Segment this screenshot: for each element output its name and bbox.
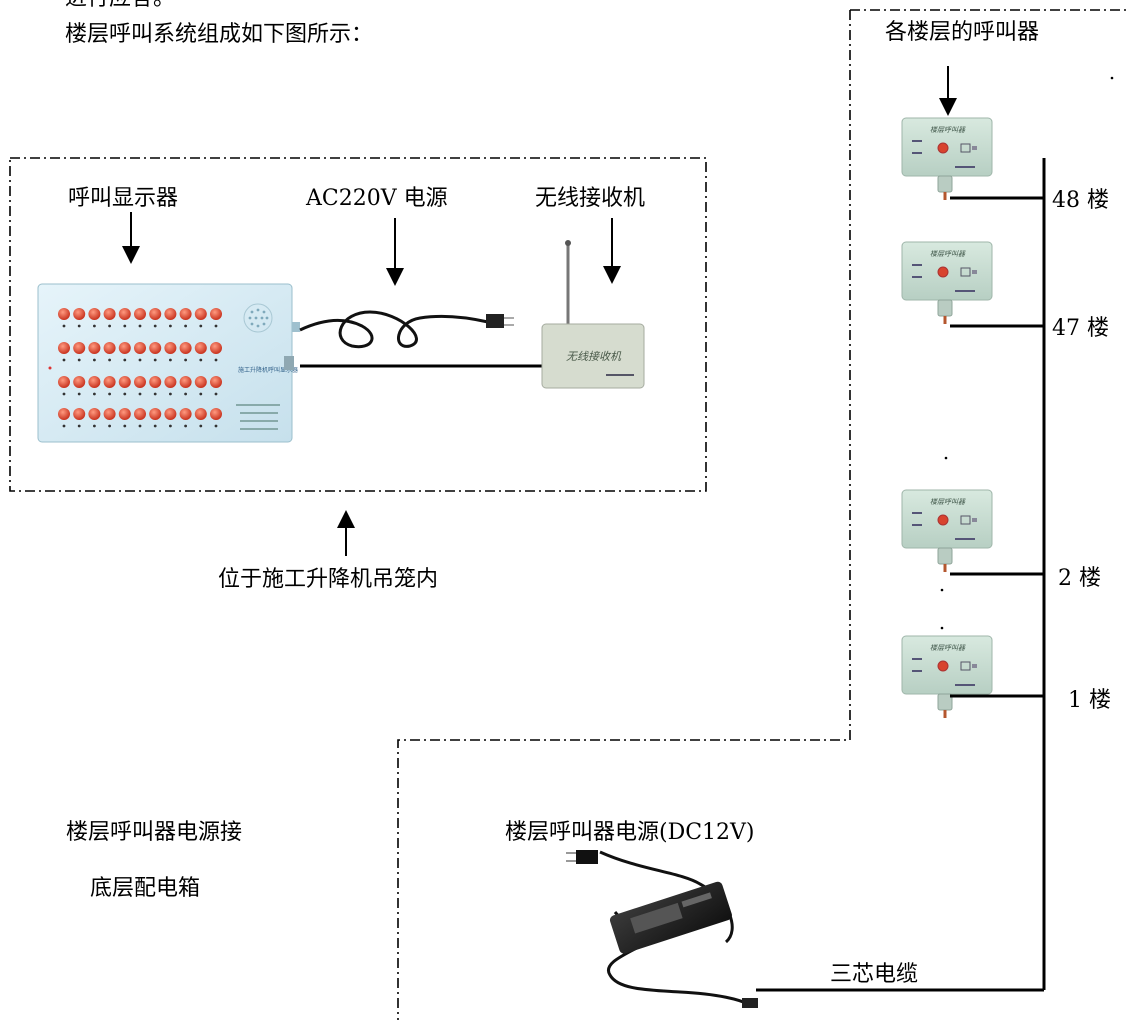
in-cage-label: 位于施工升降机吊笼内 (218, 567, 439, 592)
red-call-button (88, 376, 101, 388)
floor-taps (950, 196, 1044, 698)
red-call-button (103, 308, 116, 320)
caller-title-text: 楼层呼叫器 (930, 126, 966, 134)
power-note-line1: 楼层呼叫器电源接 (66, 820, 243, 845)
power-note-line2: 底层配电箱 (90, 876, 201, 901)
ac-power-label: AC220V 电源 (306, 186, 448, 211)
receiver-title-text: 无线接收机 (566, 350, 622, 363)
floor-caller-box: 楼层呼叫器 (901, 241, 993, 324)
red-call-button (73, 342, 86, 354)
red-call-button (88, 342, 101, 354)
red-call-button (118, 408, 131, 420)
floor-caller-box: 楼层呼叫器 (901, 117, 993, 200)
red-call-button (58, 376, 70, 388)
caller-title-text: 楼层呼叫器 (930, 498, 966, 506)
red-call-button (134, 376, 146, 388)
floor-label-1: 1 楼 (1068, 688, 1111, 713)
red-call-button (58, 342, 70, 354)
red-call-button (164, 376, 177, 388)
red-call-button (73, 408, 86, 420)
red-call-button (58, 308, 70, 320)
red-call-button (149, 408, 162, 420)
red-call-button (149, 308, 162, 320)
red-call-button (210, 376, 222, 388)
red-call-button (194, 408, 207, 420)
red-call-button (103, 342, 116, 354)
floor-caller-box: 楼层呼叫器 (901, 489, 993, 572)
red-call-button (179, 342, 192, 354)
red-call-button (103, 408, 116, 420)
floor-label-47: 47 楼 (1052, 316, 1109, 341)
red-call-button (118, 342, 131, 354)
call-display-label: 呼叫显示器 (68, 186, 179, 211)
red-call-button (103, 376, 116, 388)
red-call-button (179, 408, 192, 420)
red-call-button (134, 408, 146, 420)
wireless-receiver-label: 无线接收机 (535, 186, 646, 211)
red-call-button (210, 342, 222, 354)
floor-caller-box: 楼层呼叫器 (901, 635, 993, 718)
red-call-button (88, 308, 101, 320)
red-call-button (194, 308, 207, 320)
call-display-device: 施工升降机呼叫显示器 (37, 283, 300, 443)
red-call-button (149, 376, 162, 388)
red-call-button (118, 376, 131, 388)
dc-power-label: 楼层呼叫器电源(DC12V) (505, 820, 755, 845)
each-floor-caller-label: 各楼层的呼叫器 (885, 20, 1040, 45)
red-call-button (194, 342, 207, 354)
dc-adapter-device (566, 850, 758, 1008)
display-button-grid (48, 308, 222, 428)
red-call-button (164, 308, 177, 320)
display-title-text: 施工升降机呼叫显示器 (238, 366, 298, 374)
red-call-button (179, 308, 192, 320)
caller-title-text: 楼层呼叫器 (930, 250, 966, 258)
arrows (122, 66, 957, 556)
red-call-button (134, 342, 146, 354)
floor-label-2: 2 楼 (1058, 566, 1101, 591)
red-call-button (73, 376, 86, 388)
wireless-receiver-device: 无线接收机 (541, 240, 645, 389)
speaker-grille-icon (243, 303, 273, 333)
building-frame (397, 9, 1128, 1020)
red-call-button (134, 308, 146, 320)
red-call-button (118, 308, 131, 320)
red-call-button (58, 408, 70, 420)
cable-label: 三芯电缆 (830, 962, 919, 987)
red-call-button (73, 308, 86, 320)
red-call-button (210, 408, 222, 420)
red-call-button (164, 408, 177, 420)
red-call-button (88, 408, 101, 420)
red-call-button (194, 376, 207, 388)
intro-line-partial: 进行应答。 (65, 0, 175, 12)
intro-line: 楼层呼叫系统组成如下图所示： (65, 22, 374, 47)
indicator-dot (48, 366, 52, 370)
red-call-button (149, 342, 162, 354)
ac-power-cord (299, 310, 514, 349)
red-call-button (210, 308, 222, 320)
floor-label-48: 48 楼 (1052, 188, 1109, 213)
red-call-button (164, 342, 177, 354)
cage-frame (9, 157, 707, 492)
caller-title-text: 楼层呼叫器 (930, 644, 966, 652)
ellipsis-dots (940, 76, 1114, 630)
red-call-button (179, 376, 192, 388)
